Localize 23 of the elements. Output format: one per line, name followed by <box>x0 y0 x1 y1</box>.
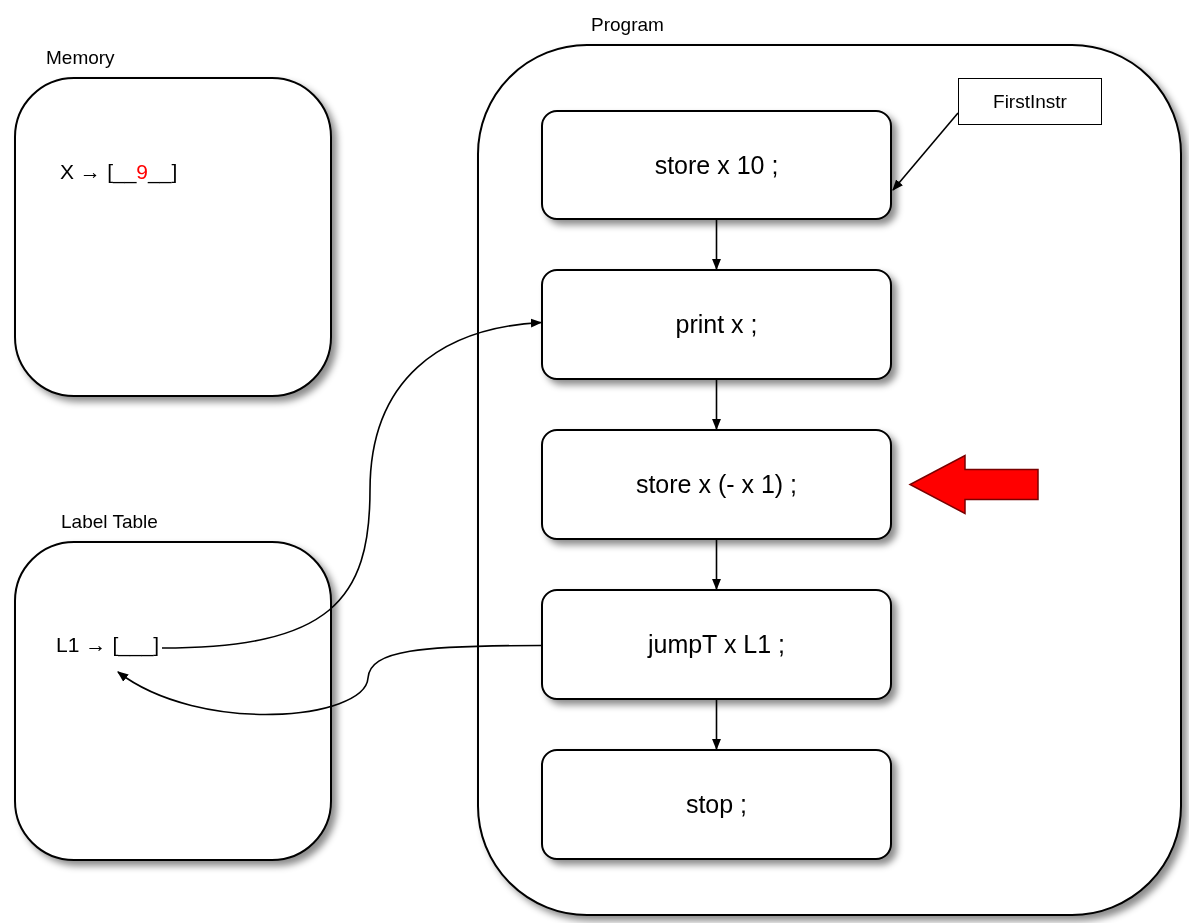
stored-value: 9 <box>136 160 149 183</box>
arrow <box>712 539 721 591</box>
label-box: FirstInstr <box>958 78 1102 125</box>
entry-name: X → <box>60 160 101 184</box>
value-slot: __] <box>148 160 178 184</box>
arrow <box>712 379 721 431</box>
instruction-box: stop ; <box>541 749 892 860</box>
box-heading: Memory <box>46 47 115 69</box>
instruction-box: store x 10 ; <box>541 110 892 220</box>
box-heading: Program <box>591 14 664 36</box>
arrow <box>892 112 959 191</box>
curved-arrow <box>117 644 542 716</box>
curved-arrow <box>161 319 543 649</box>
block-arrow <box>908 454 1039 515</box>
instruction-box: print x ; <box>541 269 892 380</box>
arrow <box>712 699 721 751</box>
instruction-box: jumpT x L1 ; <box>541 589 892 700</box>
entry-name: L1 → <box>56 633 107 657</box>
arrow <box>712 219 721 271</box>
value-slot: [___] <box>112 633 160 657</box>
instruction-box: store x (- x 1) ; <box>541 429 892 540</box>
value-slot: [__ <box>107 160 137 184</box>
box-heading: Label Table <box>61 511 158 533</box>
